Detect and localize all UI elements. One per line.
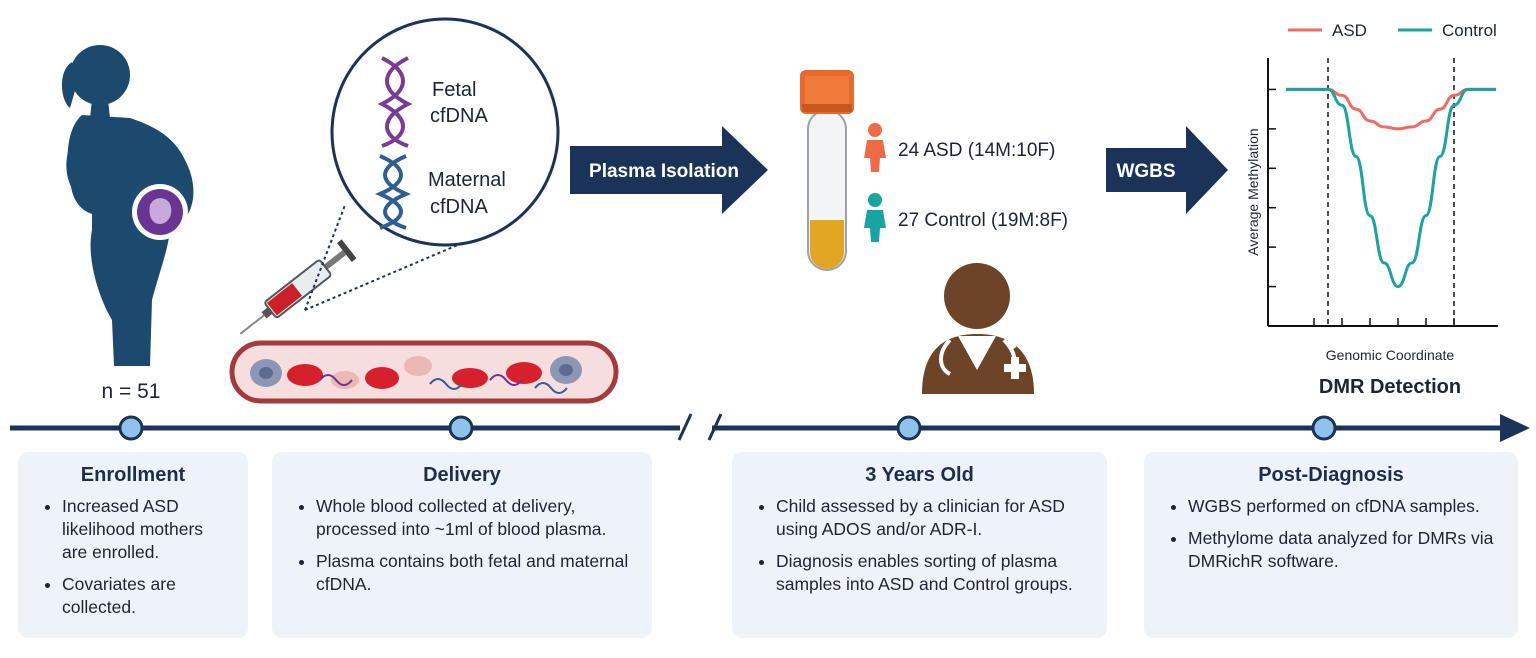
chart-title: DMR Detection (1319, 376, 1461, 398)
syringe-icon (239, 239, 357, 335)
methylation-chart: ASD Control Average Methylation Genomic … (1245, 21, 1498, 398)
stage-bullet: Diagnosis enables sorting of plasma samp… (776, 550, 1091, 596)
timeline-break-right (707, 413, 723, 441)
chart-x-label: Genomic Coordinate (1326, 347, 1455, 363)
stage-title: Post-Diagnosis (1258, 464, 1404, 486)
stage-bullet: Increased ASD likelihood mothers are enr… (62, 495, 232, 564)
timeline-node-3-years (896, 415, 922, 441)
stage-title: Enrollment (80, 464, 186, 486)
stage-bullet: Plasma contains both fetal and maternal … (316, 550, 636, 596)
chart-y-label: Average Methylation (1245, 128, 1261, 255)
timeline-node-enrollment (118, 415, 144, 441)
stage-bullet: Whole blood collected at delivery, proce… (316, 495, 636, 541)
timeline-node-delivery (448, 415, 474, 441)
series-line-control (1286, 87, 1497, 289)
wgbs-label: WGBS (1116, 161, 1175, 182)
legend-asd-label: ASD (1332, 21, 1367, 40)
timeline-node-post-diagnosis (1311, 415, 1337, 441)
wgbs-arrow (1106, 126, 1228, 214)
asd-child-icon (864, 123, 886, 172)
fetal-dna-icon (377, 56, 413, 148)
legend-control-label: Control (1442, 21, 1497, 40)
fetal-label-line2: cfDNA (430, 105, 488, 127)
maternal-dna-icon (374, 154, 412, 230)
stage-title: 3 Years Old (865, 464, 974, 486)
stage-title: Delivery (423, 464, 501, 486)
timeline-break-left (677, 413, 693, 441)
stage-bullet: Methylome data analyzed for DMRs via DMR… (1188, 527, 1502, 573)
plasma-isolation-arrow (570, 126, 768, 214)
stage-bullet: Child assessed by a clinician for ASD us… (776, 495, 1091, 541)
stage-bullet: WGBS performed on cfDNA samples. (1188, 495, 1502, 518)
stage-card-3-years-old: 3 Years Old Child assessed by a clinicia… (732, 452, 1107, 638)
zoom-line-right (304, 243, 461, 311)
stage-card-delivery: Delivery Whole blood collected at delive… (272, 452, 652, 638)
series-line-asd (1286, 87, 1497, 131)
maternal-label-line1: Maternal (428, 169, 506, 191)
zoom-line-left (304, 204, 346, 311)
maternal-label-line2: cfDNA (430, 196, 488, 218)
stage-bullet: Covariates are collected. (62, 573, 232, 619)
timeline (10, 413, 1530, 442)
control-child-icon (864, 193, 886, 242)
pregnant-woman-icon (62, 45, 194, 366)
test-tube-icon (800, 70, 854, 271)
chart-legend: ASD Control (1288, 21, 1497, 40)
fetal-label-line1: Fetal (432, 79, 476, 101)
plasma-isolation-label: Plasma Isolation (589, 161, 739, 182)
asd-group-label: 24 ASD (14M:10F) (898, 140, 1055, 161)
enrollment-count: n = 51 (102, 380, 161, 403)
blood-vessel-icon (229, 340, 619, 404)
control-group-label: 27 Control (19M:8F) (898, 210, 1068, 231)
doctor-icon (922, 263, 1034, 394)
stage-card-post-diagnosis: Post-Diagnosis WGBS performed on cfDNA s… (1144, 452, 1518, 638)
stage-card-enrollment: Enrollment Increased ASD likelihood moth… (18, 452, 248, 638)
